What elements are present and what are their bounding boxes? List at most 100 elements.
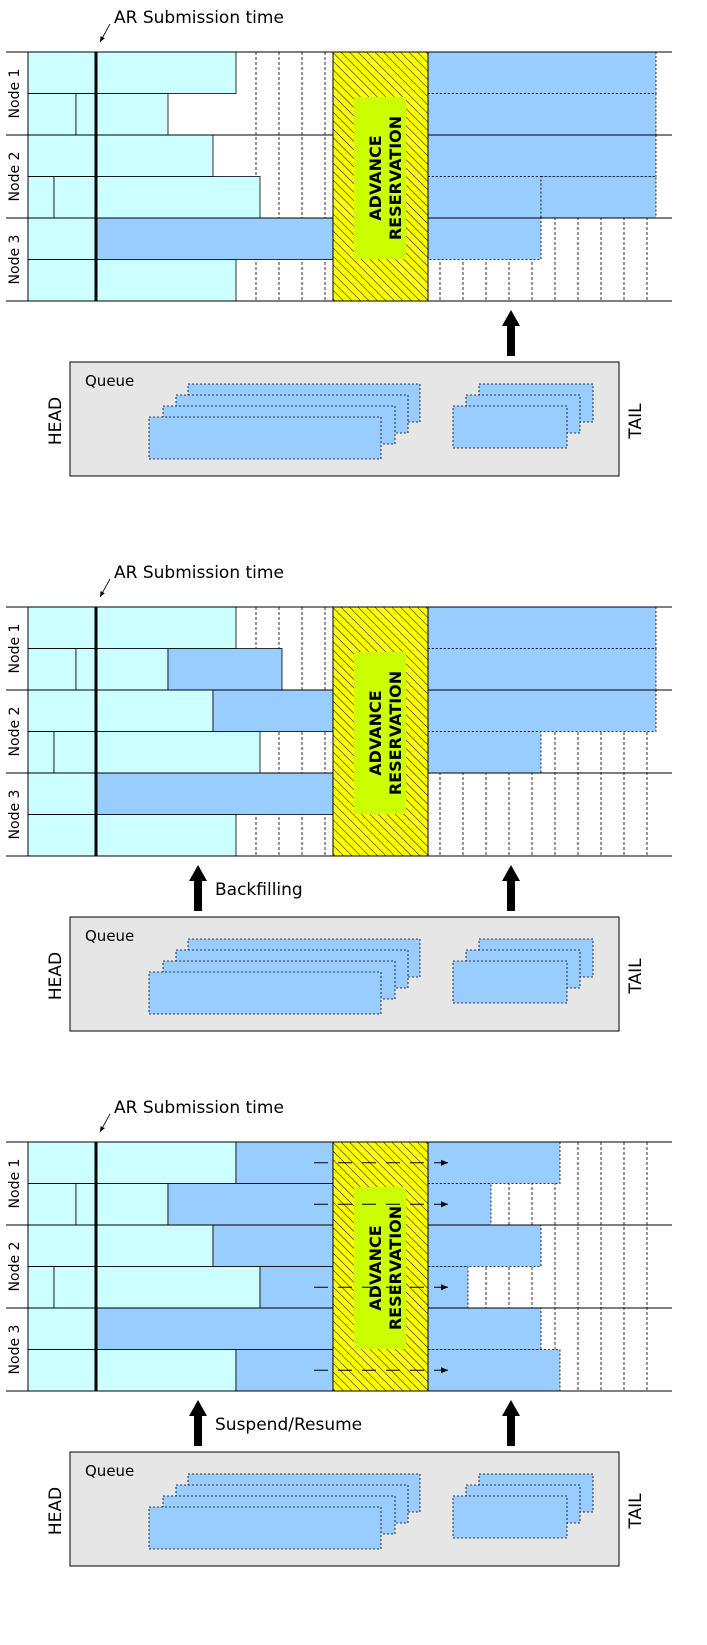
running-job-block <box>27 772 97 815</box>
running-job-block <box>27 1224 97 1267</box>
scheduled-job-block <box>167 1183 334 1226</box>
running-job-block <box>27 731 55 774</box>
queue-head-label: HEAD <box>46 1487 66 1535</box>
running-job-block <box>95 731 261 774</box>
running-job-block <box>95 1183 169 1226</box>
queue-label: Queue <box>85 1462 134 1480</box>
scheduled-job-block <box>427 689 657 732</box>
running-job-block <box>27 217 97 260</box>
running-job-block <box>27 1141 97 1184</box>
scheduled-job-block <box>95 772 334 815</box>
running-job-block <box>27 689 97 732</box>
queue-label: Queue <box>85 372 134 390</box>
node-label: Node 1 <box>7 69 23 119</box>
queue-head-label: HEAD <box>46 952 66 1000</box>
queue-tail-label: TAIL <box>626 1493 646 1530</box>
queue-tail-label: TAIL <box>626 958 646 995</box>
running-job-block <box>95 814 237 857</box>
queued-job-card <box>148 416 382 460</box>
running-job-block <box>27 648 77 691</box>
running-job-block <box>27 51 97 94</box>
running-job-block <box>27 1183 77 1226</box>
running-job-block <box>95 134 214 177</box>
running-job-block <box>27 93 77 136</box>
node-label: Node 2 <box>7 152 23 202</box>
running-job-block <box>27 606 97 649</box>
scheduled-job-block <box>540 176 657 219</box>
scheduled-job-block <box>167 648 283 691</box>
panel-diagram: ADVANCERESERVATION AR Submission timeNode… <box>6 563 672 1032</box>
node-label: Node 2 <box>7 1242 23 1292</box>
scheduled-job-block <box>427 1224 542 1267</box>
running-job-block <box>27 176 55 219</box>
running-job-block <box>95 1266 261 1309</box>
queued-job-card <box>148 971 382 1015</box>
running-job-block <box>53 176 97 219</box>
scheduled-job-block <box>212 689 334 732</box>
ar-submission-label: AR Submission time <box>114 8 284 28</box>
running-job-block <box>27 134 97 177</box>
up-arrow-icon <box>502 310 520 356</box>
node-label: Node 3 <box>7 790 23 840</box>
scheduled-job-block <box>427 731 542 774</box>
scheduled-job-block <box>427 1141 561 1184</box>
scheduled-job-block <box>427 51 657 94</box>
running-job-block <box>27 1307 97 1350</box>
scheduled-job-block <box>427 606 657 649</box>
scheduled-job-block <box>95 217 334 260</box>
running-job-block <box>95 606 237 649</box>
scheduled-job-block <box>212 1224 334 1267</box>
node-label: Node 3 <box>7 1325 23 1375</box>
reservation-label: ADVANCERESERVATION <box>366 1206 405 1330</box>
scheduled-job-block <box>427 1307 542 1350</box>
scheduled-job-block <box>427 217 542 260</box>
running-job-block <box>95 93 169 136</box>
up-arrow-icon <box>502 865 520 911</box>
panel-diagram: ADVANCERESERVATION AR Submission timeNode… <box>6 1098 672 1567</box>
running-job-block <box>95 176 261 219</box>
ar-submission-label: AR Submission time <box>114 1098 284 1118</box>
running-job-block <box>27 814 97 857</box>
scheduled-job-block <box>427 648 657 691</box>
running-job-block <box>95 1224 214 1267</box>
queued-job-card <box>452 1495 568 1539</box>
running-job-block <box>95 259 237 302</box>
up-arrow-icon <box>189 865 207 911</box>
up-arrow-icon <box>502 1400 520 1446</box>
ar-submission-label: AR Submission time <box>114 563 284 583</box>
node-label: Node 1 <box>7 624 23 674</box>
reservation-label: ADVANCERESERVATION <box>366 116 405 240</box>
running-job-block <box>95 1349 237 1392</box>
queue-label: Queue <box>85 927 134 945</box>
running-job-block <box>27 259 97 302</box>
panel-diagram: ADVANCERESERVATION AR Submission timeNode… <box>6 8 672 477</box>
running-job-block <box>95 1141 237 1184</box>
node-label: Node 1 <box>7 1159 23 1209</box>
scheduled-job-block <box>427 93 657 136</box>
running-job-block <box>75 1183 97 1226</box>
up-arrow-icon <box>189 1400 207 1446</box>
running-job-block <box>53 731 97 774</box>
scheduled-job-block <box>427 1349 561 1392</box>
queued-job-card <box>148 1506 382 1550</box>
policy-label: Suspend/Resume <box>215 1415 362 1435</box>
reservation-label: ADVANCERESERVATION <box>366 671 405 795</box>
reservation-label-bg <box>354 97 406 259</box>
queued-job-card <box>452 960 568 1004</box>
scheduled-job-block <box>95 1307 334 1350</box>
running-job-block <box>75 93 97 136</box>
running-job-block <box>95 648 169 691</box>
queue-tail-label: TAIL <box>626 403 646 440</box>
node-label: Node 2 <box>7 707 23 757</box>
running-job-block <box>95 689 214 732</box>
scheduled-job-block <box>427 176 542 219</box>
policy-label: Backfilling <box>215 880 303 900</box>
scheduled-job-block <box>427 134 657 177</box>
running-job-block <box>27 1349 97 1392</box>
running-job-block <box>27 1266 55 1309</box>
reservation-label-bg <box>354 652 406 814</box>
queue-head-label: HEAD <box>46 397 66 445</box>
